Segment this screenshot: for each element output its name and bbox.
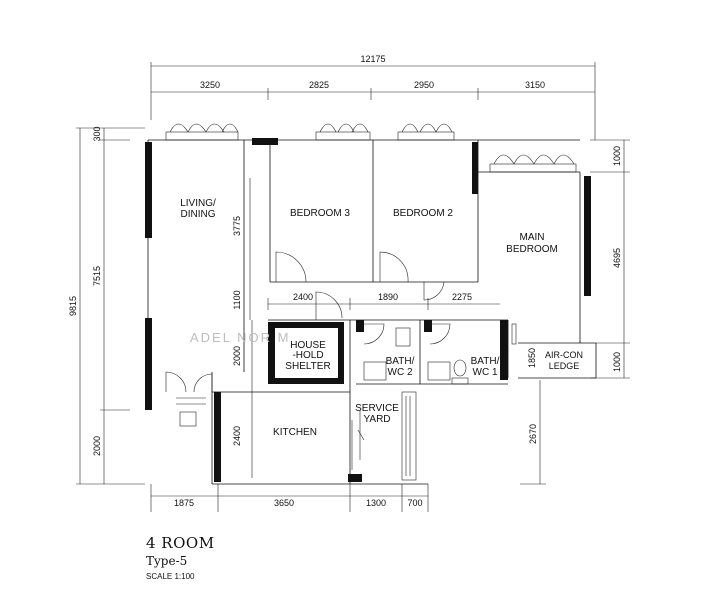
dim-left-top: 300 bbox=[92, 126, 102, 141]
dim-top-4: 3150 bbox=[525, 80, 545, 90]
service-yard-label-1: SERVICE bbox=[355, 403, 399, 414]
household-shelter-label-3: SHELTER bbox=[285, 361, 330, 372]
dim-bottom-2: 3650 bbox=[274, 498, 294, 508]
windows bbox=[165, 123, 577, 481]
dim-right-main: 4695 bbox=[612, 248, 622, 268]
dim-inner-2400v: 2400 bbox=[232, 426, 242, 446]
bath-wc2-label-2: WC 2 bbox=[388, 367, 413, 378]
aircon-ledge-label-2: LEDGE bbox=[549, 361, 580, 371]
dim-right-lower: 2670 bbox=[528, 424, 538, 444]
drawing-scale: SCALE 1:100 bbox=[146, 572, 195, 581]
dimension-labels: 12175 3250 2825 2950 3150 1875 3650 1300… bbox=[68, 54, 622, 508]
dim-right-top: 1000 bbox=[612, 146, 622, 166]
dim-top-1: 3250 bbox=[200, 80, 220, 90]
dim-inner-2000: 2000 bbox=[232, 346, 242, 366]
bath-wc1-label-1: BATH/ bbox=[471, 356, 500, 367]
dim-overall-height: 9815 bbox=[68, 296, 78, 316]
main-bedroom-label-1: MAIN bbox=[520, 232, 545, 243]
watermark: ADEL NOR M bbox=[190, 330, 290, 345]
dim-corridor-2400: 2400 bbox=[293, 292, 313, 302]
dim-top-2: 2825 bbox=[309, 80, 329, 90]
dim-left-bottom: 2000 bbox=[92, 436, 102, 456]
kitchen-label: KITCHEN bbox=[273, 427, 317, 438]
dim-bottom-1: 1875 bbox=[174, 498, 194, 508]
main-bedroom-label-2: BEDROOM bbox=[506, 244, 558, 255]
bath-wc1-label-2: WC 1 bbox=[473, 367, 498, 378]
living-dining-label-2: DINING bbox=[181, 209, 216, 220]
doors bbox=[165, 251, 451, 460]
household-shelter-label-2: -HOLD bbox=[292, 350, 323, 361]
dim-left-outer: 7515 bbox=[92, 266, 102, 286]
dim-corridor-2275: 2275 bbox=[452, 292, 472, 302]
dim-bottom-4: 700 bbox=[407, 498, 422, 508]
plan-legend: 4 ROOM Type-5 SCALE 1:100 bbox=[146, 534, 215, 581]
dim-right-ledge: 1000 bbox=[612, 352, 622, 372]
dimension-lines bbox=[76, 62, 630, 512]
fixtures bbox=[176, 323, 517, 470]
service-yard-label-2: YARD bbox=[363, 414, 390, 425]
dim-bottom-3: 1300 bbox=[366, 498, 386, 508]
dim-top-3: 2950 bbox=[414, 80, 434, 90]
dim-corridor-1890: 1890 bbox=[378, 292, 398, 302]
bedroom-3-label: BEDROOM 3 bbox=[290, 208, 350, 219]
dim-inner-1850: 1850 bbox=[527, 348, 537, 368]
walls bbox=[145, 138, 597, 485]
bedroom-2-label: BEDROOM 2 bbox=[393, 208, 453, 219]
unit-type-subtitle: Type-5 bbox=[146, 554, 188, 568]
bath-wc2-label-1: BATH/ bbox=[386, 356, 415, 367]
dim-inner-3775: 3775 bbox=[232, 216, 242, 236]
dim-inner-1100: 1100 bbox=[232, 290, 242, 309]
household-shelter-label-1: HOUSE bbox=[290, 340, 326, 351]
dim-overall-width: 12175 bbox=[360, 54, 385, 64]
aircon-ledge-label-1: AIR-CON bbox=[545, 350, 583, 360]
living-dining-label-1: LIVING/ bbox=[180, 198, 216, 209]
unit-type-title: 4 ROOM bbox=[146, 534, 215, 552]
room-labels: LIVING/ DINING BEDROOM 3 BEDROOM 2 MAIN … bbox=[180, 198, 583, 438]
